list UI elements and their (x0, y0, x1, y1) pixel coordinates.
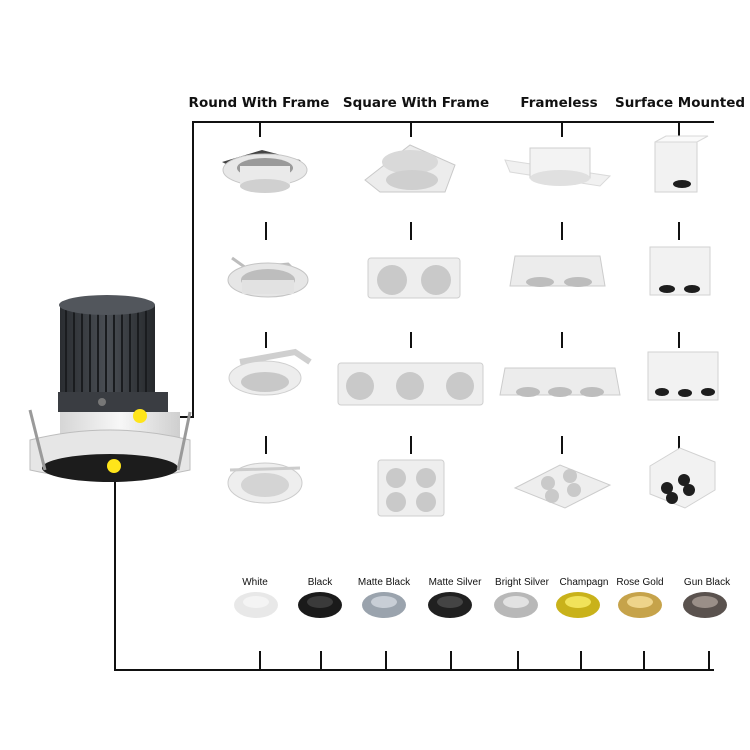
finish-label-champagn: Champagn (559, 577, 609, 588)
housing-indicator-dot (133, 409, 147, 423)
product-tick (561, 122, 563, 137)
product-tick (678, 122, 680, 137)
finish-tick (259, 651, 261, 669)
finish-tick (517, 651, 519, 669)
finish-tick (580, 651, 582, 669)
finish-label-gun-black: Gun Black (683, 577, 731, 588)
finish-tick (708, 651, 710, 669)
product-tick (265, 332, 267, 348)
product-tick (265, 436, 267, 454)
round-frame-1-image (222, 150, 308, 193)
header-surface-mounted: Surface Mounted (614, 95, 746, 111)
product-tick (259, 122, 261, 137)
surface-3-image (647, 351, 719, 401)
square-frame-4-image (377, 459, 445, 517)
finish-swatch-gun-black (683, 592, 727, 618)
surface-4-image (649, 447, 716, 509)
product-tick (561, 436, 563, 454)
finish-swatch-matte-silver (428, 592, 472, 618)
surface-2-image (649, 246, 711, 296)
finish-tick (643, 651, 645, 669)
product-tick (410, 122, 412, 137)
product-tick (265, 222, 267, 240)
finish-swatch-bright-silver (494, 592, 538, 618)
finish-tick (320, 651, 322, 669)
finish-tick (450, 651, 452, 669)
top-connector-line (193, 121, 714, 123)
reflector-vertical-line (114, 469, 116, 670)
product-tick (410, 436, 412, 454)
finish-label-matte-silver: Matte Silver (428, 577, 482, 588)
header-square-with-frame: Square With Frame (342, 95, 490, 111)
surface-1-image (654, 135, 709, 193)
product-tick (678, 222, 680, 240)
square-frame-3-image (337, 362, 484, 406)
finish-swatch-black (298, 592, 342, 618)
finish-swatches (234, 592, 727, 618)
product-tick (561, 332, 563, 348)
frameless-1-image (504, 147, 612, 187)
bottom-connector-line (114, 669, 714, 671)
frameless-3-image (499, 367, 621, 397)
finish-label-rose-gold: Rose Gold (616, 577, 664, 588)
finish-label-bright-silver: Bright Silver (495, 577, 549, 588)
frameless-2-image (509, 255, 606, 287)
finish-swatch-white (234, 592, 278, 618)
finish-label-black: Black (307, 577, 333, 588)
product-tick (410, 222, 412, 240)
round-frame-4-image (227, 462, 303, 504)
left-vertical-line (192, 121, 194, 417)
main-downlight-image (28, 295, 192, 482)
finish-label-matte-black: Matte Black (357, 577, 411, 588)
product-tick (561, 222, 563, 240)
finish-label-white: White (242, 577, 268, 588)
round-frame-2-image (227, 256, 309, 298)
round-frame-3-image (228, 348, 312, 396)
header-round-with-frame: Round With Frame (188, 95, 330, 111)
finish-swatch-champagn (556, 592, 600, 618)
product-tick (678, 436, 680, 454)
header-frameless: Frameless (520, 95, 598, 111)
product-tick (678, 332, 680, 348)
frameless-4-image (513, 464, 612, 509)
reflector-indicator-dot (107, 459, 121, 473)
square-frame-2-image (367, 257, 461, 299)
finish-swatch-matte-black (362, 592, 406, 618)
finish-tick (385, 651, 387, 669)
square-frame-1-image (364, 144, 456, 193)
product-tick (410, 332, 412, 348)
finish-swatch-rose-gold (618, 592, 662, 618)
